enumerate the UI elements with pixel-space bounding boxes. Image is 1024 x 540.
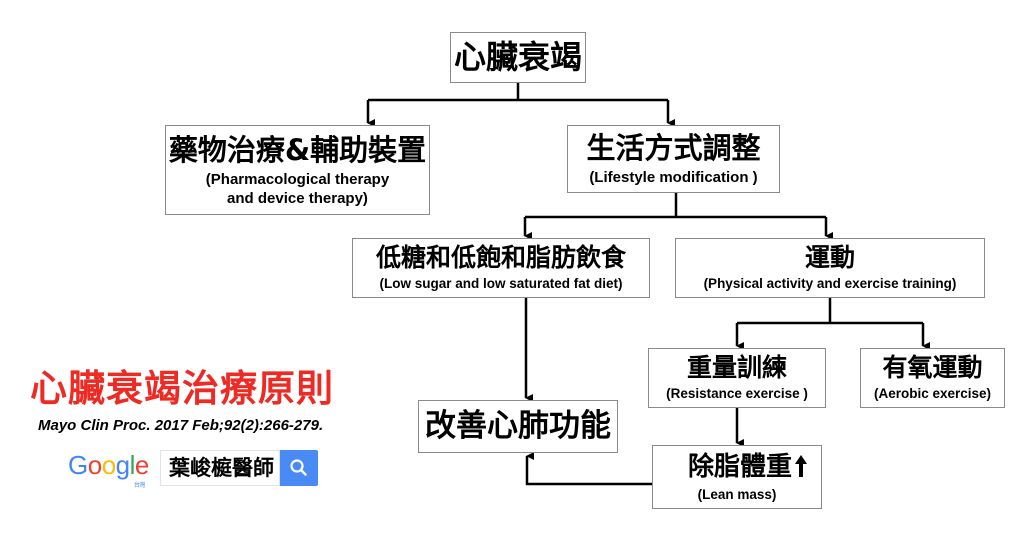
node-lifestyle-en: (Lifestyle modification ) — [589, 169, 758, 186]
google-logo-letter: e — [134, 450, 149, 480]
node-resistance-exercise: 重量訓練 (Resistance exercise ) — [648, 348, 826, 408]
search-button[interactable] — [280, 450, 318, 486]
node-lean-mass-zh-row: 除脂體重 — [653, 449, 821, 485]
caption-citation: Mayo Clin Proc. 2017 Feb;92(2):266-279. — [38, 417, 324, 434]
node-exercise: 運動 (Physical activity and exercise train… — [675, 238, 985, 298]
node-aerobic-zh: 有氧運動 — [882, 353, 983, 382]
google-logo-letter: o — [101, 450, 116, 480]
node-improve-cardiopulmonary: 改善心肺功能 — [418, 400, 618, 453]
google-logo-letter: g — [115, 450, 130, 480]
node-pharmacological-zh: 藥物治療&輔助裝置 — [168, 133, 427, 167]
google-logo: Google 台灣 — [68, 450, 149, 489]
up-arrow-icon — [795, 455, 807, 477]
node-resistance-zh: 重量訓練 — [686, 353, 787, 382]
node-exercise-zh: 運動 — [804, 243, 855, 272]
node-aerobic-exercise: 有氧運動 (Aerobic exercise) — [860, 348, 1005, 408]
node-improve-zh: 改善心肺功能 — [425, 408, 611, 444]
node-diet: 低糖和低飽和脂肪飲食 (Low sugar and low saturated … — [352, 238, 650, 298]
node-exercise-en: (Physical activity and exercise training… — [703, 276, 957, 291]
caption-title: 心臟衰竭治療原則 — [30, 367, 334, 410]
node-pharmacological-therapy: 藥物治療&輔助裝置 (Pharmacological therapy and d… — [165, 125, 430, 215]
node-heart-failure-label: 心臟衰竭 — [453, 38, 582, 76]
node-heart-failure: 心臟衰竭 — [450, 32, 586, 83]
node-diet-zh: 低糖和低飽和脂肪飲食 — [375, 243, 626, 272]
connector-leanmass-to-improve — [525, 452, 652, 486]
google-logo-letter: G — [68, 450, 88, 480]
node-aerobic-en: (Aerobic exercise) — [873, 386, 992, 401]
node-lean-mass: 除脂體重 (Lean mass) — [652, 445, 822, 509]
node-lifestyle-modification: 生活方式調整 (Lifestyle modification ) — [567, 125, 780, 193]
node-pharmacological-en-2: and device therapy) — [227, 190, 368, 207]
search-input[interactable]: 葉峻榳醫師 — [160, 450, 280, 486]
node-diet-en: (Low sugar and low saturated fat diet) — [379, 276, 623, 291]
node-lifestyle-zh: 生活方式調整 — [586, 131, 761, 165]
node-lean-mass-en: (Lean mass) — [697, 487, 777, 502]
node-lean-mass-zh: 除脂體重 — [687, 452, 792, 482]
search-icon — [290, 459, 307, 476]
google-logo-region: 台灣 — [133, 483, 146, 489]
google-logo-letter: o — [87, 450, 102, 480]
node-pharmacological-en-1: (Pharmacological therapy — [205, 171, 390, 188]
node-resistance-en: (Resistance exercise ) — [666, 386, 808, 401]
google-logo-letter: l — [129, 450, 136, 480]
